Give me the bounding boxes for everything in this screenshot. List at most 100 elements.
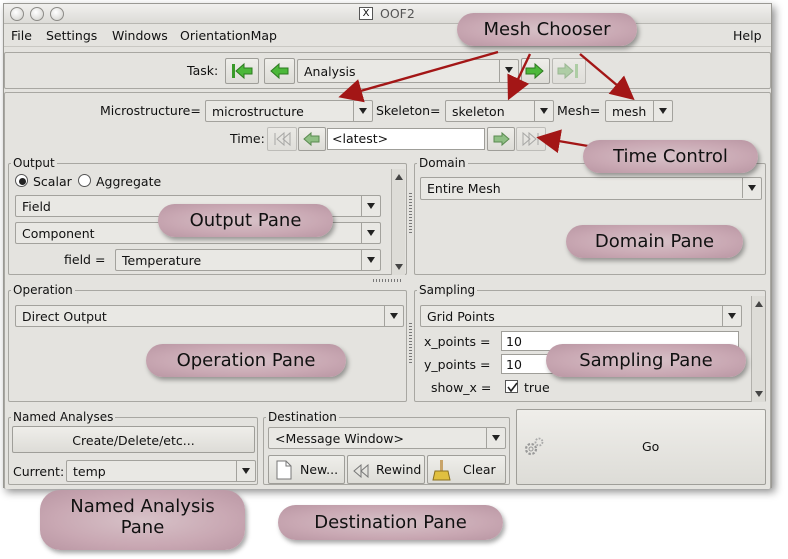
field-param-value: Temperature <box>122 253 202 268</box>
aggregate-radio[interactable] <box>78 174 91 187</box>
vertical-pane-grip[interactable] <box>409 193 412 233</box>
output-scrollbar[interactable] <box>391 169 405 275</box>
domain-select[interactable]: Entire Mesh <box>420 177 762 200</box>
chevron-down-icon <box>534 101 553 121</box>
new-label: New... <box>300 462 339 477</box>
maximize-window-button[interactable] <box>50 7 64 21</box>
microstructure-value: microstructure <box>212 104 304 119</box>
broom-icon <box>432 460 451 481</box>
prev-arrow-icon <box>270 62 289 80</box>
current-analysis-value: temp <box>73 464 106 479</box>
field-value: Field <box>22 199 51 214</box>
named-analyses-title: Named Analyses <box>11 410 116 424</box>
domain-value: Entire Mesh <box>427 181 501 196</box>
time-next-button[interactable] <box>487 127 515 151</box>
sampling-title: Sampling <box>417 283 478 297</box>
skeleton-value: skeleton <box>452 104 505 119</box>
new-file-icon <box>276 460 292 480</box>
scroll-up-icon <box>755 301 763 307</box>
domain-title: Domain <box>417 156 468 170</box>
time-prev-button[interactable] <box>298 127 326 151</box>
microstructure-select[interactable]: microstructure <box>205 100 373 122</box>
chevron-down-icon <box>236 461 255 481</box>
callout-destination-pane: Destination Pane <box>278 505 503 540</box>
task-first-button[interactable] <box>225 58 259 84</box>
clear-label: Clear <box>463 462 496 477</box>
menu-settings[interactable]: Settings <box>46 28 98 43</box>
menu-orientationmap[interactable]: OrientationMap <box>180 28 277 43</box>
scroll-down-icon <box>755 391 763 397</box>
rewind-start-icon <box>274 131 291 147</box>
next-arrow-icon <box>493 131 510 147</box>
task-select-value: Analysis <box>304 64 356 79</box>
clear-button[interactable]: Clear <box>427 455 506 484</box>
skeleton-label: Skeleton= <box>376 103 441 118</box>
callout-sampling-pane: Sampling Pane <box>546 344 746 377</box>
current-label: Current: <box>13 464 65 479</box>
output-title: Output <box>11 156 57 170</box>
mesh-label: Mesh= <box>557 103 601 118</box>
x11-app-icon: X <box>359 7 373 20</box>
new-destination-button[interactable]: New... <box>268 455 345 484</box>
sampling-scrollbar[interactable] <box>751 296 765 402</box>
field-param-select[interactable]: Temperature <box>115 249 381 271</box>
first-arrow-icon <box>232 62 253 80</box>
task-select[interactable]: Analysis <box>297 59 519 83</box>
time-first-button[interactable] <box>267 127 297 151</box>
scalar-radio[interactable] <box>15 174 28 187</box>
chevron-down-icon <box>499 60 518 82</box>
prev-arrow-icon <box>303 131 320 147</box>
chevron-down-icon <box>742 178 761 198</box>
menu-bar: File Settings Windows OrientationMap Hel… <box>4 25 771 47</box>
menu-help[interactable]: Help <box>733 28 762 43</box>
arrow-to-time <box>536 129 589 154</box>
chevron-down-icon <box>353 101 372 121</box>
mesh-select[interactable]: mesh <box>605 100 673 122</box>
go-button[interactable]: Go <box>516 409 766 485</box>
next-arrow-icon <box>525 62 544 80</box>
chevron-down-icon <box>361 196 380 216</box>
operation-value: Direct Output <box>22 309 107 324</box>
go-label: Go <box>642 439 660 454</box>
task-last-button[interactable] <box>552 58 586 84</box>
callout-domain-pane: Domain Pane <box>566 225 743 258</box>
destination-select[interactable]: <Message Window> <box>268 427 506 449</box>
aggregate-label: Aggregate <box>96 174 162 189</box>
callout-named-analysis-line1: Named Analysis <box>70 496 215 517</box>
last-arrow-icon <box>557 62 578 80</box>
output-resize-grip[interactable] <box>373 279 403 282</box>
menu-windows[interactable]: Windows <box>112 28 168 43</box>
field-param-label: field = <box>64 252 106 267</box>
callout-named-analysis-pane: Named Analysis Pane <box>40 490 245 550</box>
operation-select[interactable]: Direct Output <box>15 305 404 327</box>
rewind-icon <box>353 464 369 478</box>
callout-mesh-chooser: Mesh Chooser <box>457 13 637 46</box>
time-label: Time: <box>230 131 265 146</box>
chevron-down-icon <box>361 223 380 243</box>
rewind-label: Rewind <box>376 462 422 477</box>
close-window-button[interactable] <box>10 7 24 21</box>
time-input[interactable]: <latest> <box>327 128 485 150</box>
vertical-pane-grip-lower[interactable] <box>409 323 412 363</box>
task-prev-button[interactable] <box>264 58 295 84</box>
check-icon <box>507 382 518 393</box>
sampling-select[interactable]: Grid Points <box>420 305 742 327</box>
arrow-to-microstructure <box>338 50 499 103</box>
rewind-button[interactable]: Rewind <box>347 455 425 484</box>
minimize-window-button[interactable] <box>30 7 44 21</box>
menu-file[interactable]: File <box>11 28 32 43</box>
current-analysis-select[interactable]: temp <box>66 460 256 482</box>
destination-value: <Message Window> <box>275 431 404 446</box>
show-x-checkbox[interactable] <box>505 380 518 393</box>
named-analyses-pane: Named Analyses Create/Delete/etc... Curr… <box>8 410 258 485</box>
skeleton-select[interactable]: skeleton <box>445 100 554 122</box>
microstructure-label: Microstructure= <box>100 103 201 118</box>
task-label: Task: <box>187 63 219 78</box>
callout-named-analysis-line2: Pane <box>120 517 165 538</box>
chevron-down-icon <box>653 101 672 121</box>
callout-operation-pane: Operation Pane <box>146 344 346 377</box>
create-delete-button[interactable]: Create/Delete/etc... <box>12 426 255 453</box>
scroll-down-icon <box>395 264 403 270</box>
show-x-value: true <box>524 380 550 395</box>
